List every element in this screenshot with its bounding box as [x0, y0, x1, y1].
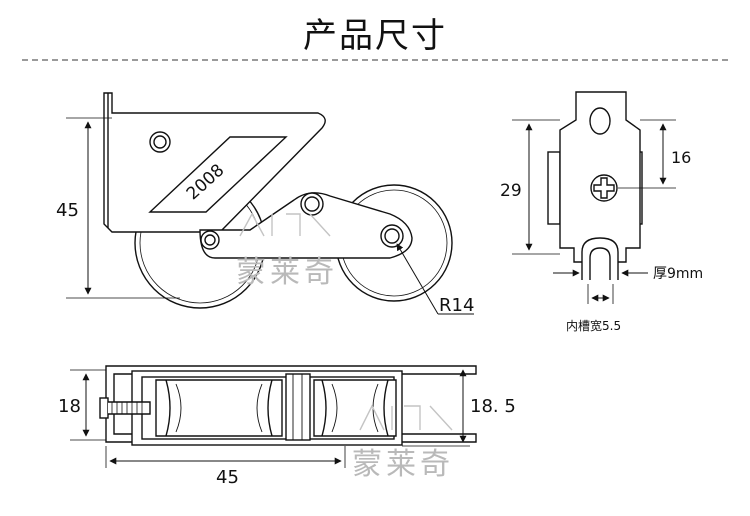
side-view-watermark-logo [239, 212, 331, 237]
side-view-label-plate [148, 136, 288, 213]
front-view-flange-left [547, 151, 561, 225]
top-view-wheel-left [155, 379, 283, 437]
side-view-height-label: 45 [56, 200, 79, 221]
front-view [512, 91, 676, 304]
top-view-screw [99, 397, 151, 419]
top-view [70, 365, 477, 468]
top-view-length-label: 45 [216, 467, 239, 488]
front-view-wheel-groove [581, 237, 619, 280]
top-view-left-height-label: 18 [58, 396, 81, 417]
side-view-mount-hole [149, 131, 171, 153]
side-view-radius-label: R14 [439, 295, 474, 316]
front-view-mount-hole [589, 107, 611, 135]
top-view-watermark: 蒙莱奇 [352, 447, 454, 482]
front-view-thickness-label: 厚9mm [653, 266, 703, 282]
side-view-axle-hole [380, 224, 404, 248]
phillips-screw-icon [590, 174, 618, 202]
side-view [66, 92, 474, 315]
front-view-height-label: 29 [500, 181, 522, 201]
top-view-right-height-label: 18. 5 [470, 396, 516, 417]
top-view-watermark-logo [359, 404, 453, 431]
front-view-groove-label: 内槽宽5.5 [566, 318, 621, 333]
page-title: 产品尺寸 [303, 16, 447, 56]
top-view-wheel-right [313, 379, 397, 437]
title-divider [22, 59, 728, 61]
side-view-watermark: 蒙莱奇 [236, 255, 338, 290]
top-view-center-plate [285, 373, 311, 441]
front-view-offset-label: 16 [671, 148, 691, 167]
